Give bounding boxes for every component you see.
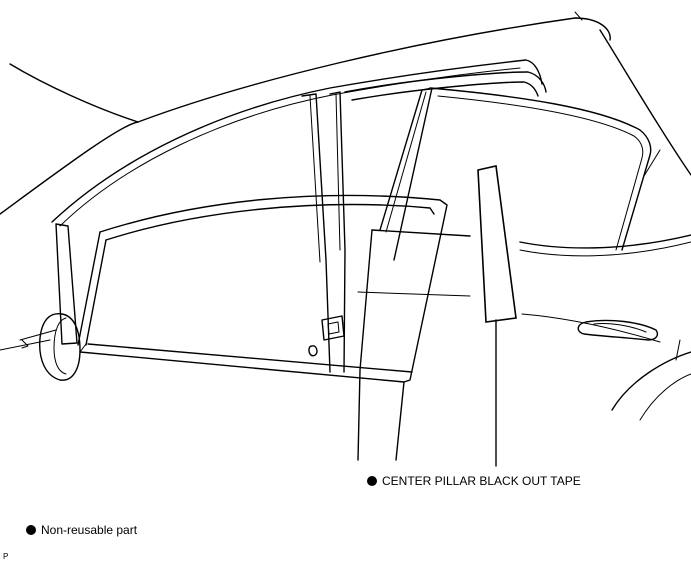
filled-circle-icon xyxy=(26,525,36,535)
callout-label-text: CENTER PILLAR BLACK OUT TAPE xyxy=(382,474,581,488)
door-striker-latch xyxy=(308,315,345,357)
center-pillar-black-out-tape-label: CENTER PILLAR BLACK OUT TAPE xyxy=(367,474,581,488)
non-reusable-legend: Non-reusable part xyxy=(26,523,137,537)
a-pillar xyxy=(0,223,78,351)
rear-door-window-frame xyxy=(344,71,691,461)
filled-circle-icon xyxy=(367,476,377,486)
b-pillar xyxy=(301,91,346,373)
car-body-outline xyxy=(0,11,691,227)
center-pillar-black-out-tape xyxy=(477,165,517,323)
rear-wheel-arch xyxy=(611,339,691,421)
side-mirror xyxy=(21,313,81,381)
rear-door-handle xyxy=(577,319,659,341)
front-door-window-frame xyxy=(77,194,448,461)
legend-label-text: Non-reusable part xyxy=(41,523,138,537)
corner-mark: P xyxy=(3,552,9,561)
